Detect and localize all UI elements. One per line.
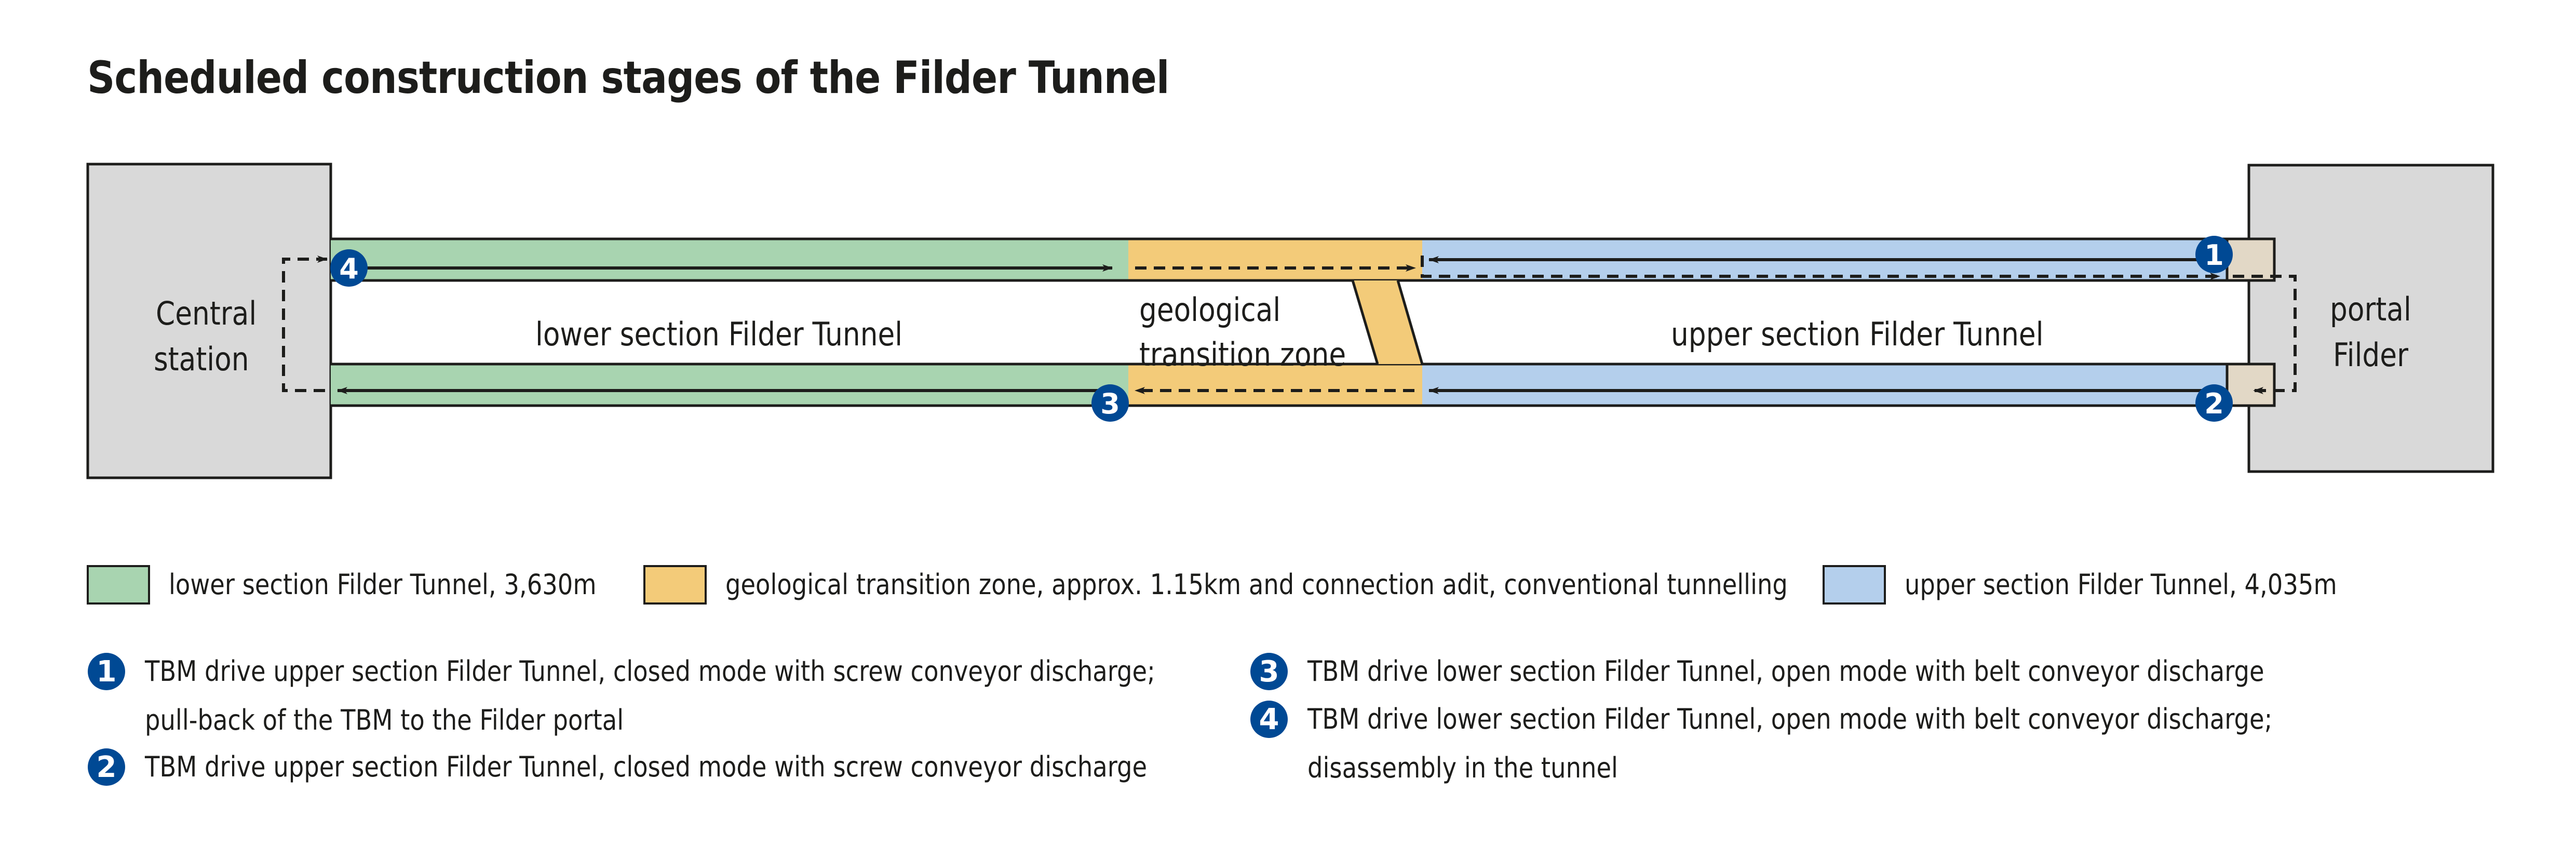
note-text: TBM drive lower section Filder Tunnel, o… [1307,647,2264,696]
badge-2: 2 [2195,384,2233,422]
note-text: TBM drive upper section Filder Tunnel, c… [145,647,1155,745]
note-2-line-1: TBM drive upper section Filder Tunnel, c… [145,750,1148,783]
upper-tube-portal-block [2226,237,2276,282]
note-4-line-1: TBM drive lower section Filder Tunnel, o… [1307,703,2273,735]
legend-swatch-orange [643,565,707,605]
note-badge-4: 4 [1250,701,1288,738]
note-badge-3: 3 [1250,653,1288,690]
legend-item-transition-zone: geological transition zone, approx. 1.15… [643,565,1961,605]
note-1-line-1: TBM drive upper section Filder Tunnel, c… [145,655,1155,688]
central-station-label-line2: station [154,340,249,378]
note-4: 4 TBM drive lower section Filder Tunnel,… [1250,701,2430,793]
badge-1: 1 [2195,236,2233,273]
lower-section-label: lower section Filder Tunnel [535,315,903,353]
station-transfer-dashed-line [282,256,328,392]
legend-text: lower section Filder Tunnel, 3,630m [169,568,597,601]
connection-adit [1353,280,1422,364]
note-1: 1 TBM drive upper section Filder Tunnel,… [88,653,1319,745]
note-3-line-1: TBM drive lower section Filder Tunnel, o… [1307,655,2264,688]
note-badge-2: 2 [88,748,125,786]
lower-tube-portal-block [2226,363,2276,407]
transition-zone-label-line1: geological [1139,291,1281,329]
badge-3: 3 [1091,384,1129,422]
portal-transfer-dashed-line [2233,275,2297,394]
legend-swatch-green [87,565,150,605]
lower-tube-upper-section [1422,364,2227,406]
central-station-box [86,163,332,479]
legend-item-upper-section: upper section Filder Tunnel, 4,035m [1823,565,2407,605]
upper-tube-transition-zone [1128,239,1422,280]
stage1-pullback-dashed-arrow [1421,256,2220,280]
badge-4-label: 4 [339,252,359,285]
note-3: 3 TBM drive lower section Filder Tunnel,… [1250,653,2420,696]
badge-1-label: 1 [2204,239,2224,272]
upper-section-label: upper section Filder Tunnel [1671,315,2044,353]
legend-swatch-blue [1823,565,1886,605]
note-text: TBM drive upper section Filder Tunnel, c… [145,743,1147,791]
transition-zone-label-line2: transition zone [1139,335,1346,373]
lower-tube-transition-zone [1128,364,1422,406]
portal-filder-box [2247,164,2494,473]
adit-right-edge [1396,280,1424,365]
upper-tube-lower-section [331,239,1128,280]
legend-text: geological transition zone, approx. 1.15… [725,568,1788,601]
badge-4: 4 [330,249,368,287]
note-4-line-2: disassembly in the tunnel [1307,751,1618,784]
note-text: TBM drive lower section Filder Tunnel, o… [1307,695,2272,793]
diagram-title: Scheduled construction stages of the Fil… [87,52,1169,104]
portal-filder-label-line2: Filder [2333,336,2408,374]
legend-item-lower-section: lower section Filder Tunnel, 3,630m [87,565,666,605]
note-2: 2 TBM drive upper section Filder Tunnel,… [88,748,1310,791]
portal-filder-label-line1: portal [2330,290,2411,328]
note-badge-1: 1 [88,653,125,690]
note-1-line-2: pull-back of the TBM to the Filder porta… [145,704,624,736]
adit-left-edge [1351,280,1379,365]
badge-2-label: 2 [2204,387,2224,420]
lower-tube-lower-section [331,364,1128,406]
legend-text: upper section Filder Tunnel, 4,035m [1905,568,2337,601]
central-station-label-line1: Central [156,294,257,332]
badge-3-label: 3 [1100,387,1120,420]
